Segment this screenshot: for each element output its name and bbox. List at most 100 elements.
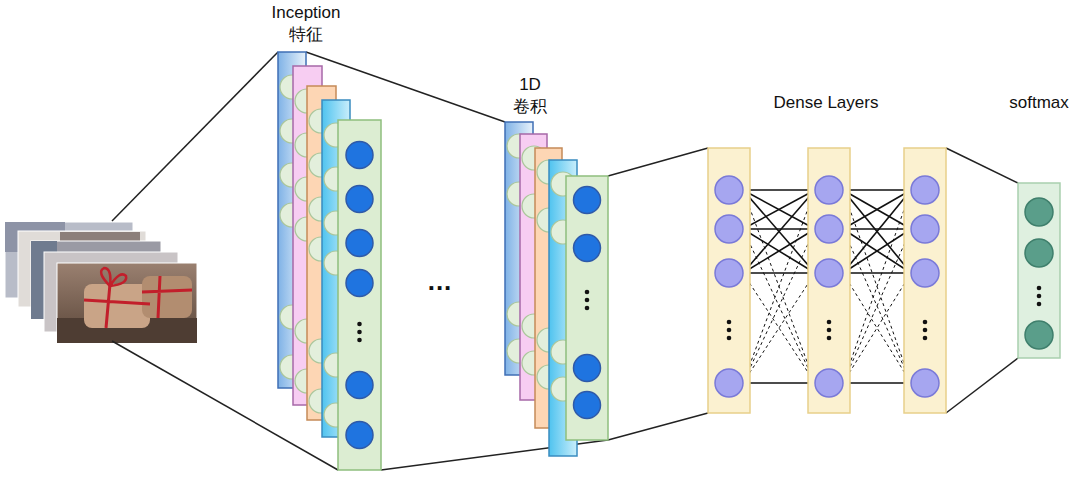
dense-wire xyxy=(743,272,815,274)
dense-wire xyxy=(743,229,815,383)
neuron-circle xyxy=(911,176,939,204)
dense-columns xyxy=(708,148,946,413)
ellipsis-dot xyxy=(1037,302,1042,307)
ellipsis-dot xyxy=(585,298,590,303)
dense-wire xyxy=(843,229,911,383)
dense-wire xyxy=(843,190,911,229)
ellipsis-dots xyxy=(923,320,928,341)
neuron-circle xyxy=(815,215,843,243)
photo-box xyxy=(84,284,150,328)
layer-graphic xyxy=(505,122,608,440)
dense-wire xyxy=(743,190,815,383)
ellipsis-dots xyxy=(727,320,732,341)
dense-wire xyxy=(843,229,911,383)
layer-heading: Inception 特征 xyxy=(261,2,351,46)
dense-wire xyxy=(843,273,911,383)
layer-column xyxy=(566,176,608,440)
ellipsis-dot xyxy=(1037,294,1042,299)
neuron-circle xyxy=(715,176,743,204)
dense-wire xyxy=(843,189,911,191)
projection-lines xyxy=(112,52,338,470)
layer-graphic xyxy=(708,148,946,413)
layer-heading: softmax xyxy=(989,92,1080,114)
neuron-circle xyxy=(346,142,373,169)
dense-wire xyxy=(743,190,815,383)
dense-wire xyxy=(743,382,815,384)
conv1d-stack: 1D 卷积 xyxy=(505,122,608,440)
neuron-circle xyxy=(815,369,843,397)
ellipsis-dot xyxy=(923,320,928,325)
dense-wire xyxy=(743,190,815,229)
neuron-circle xyxy=(911,215,939,243)
ellipsis-dots xyxy=(1037,286,1042,307)
neuron-circle xyxy=(1025,321,1053,349)
layer-heading: 1D 卷积 xyxy=(510,74,550,118)
layer-label: Dense Layers xyxy=(726,92,926,114)
layer-label: Inception 特征 xyxy=(261,2,351,46)
connector-line xyxy=(946,358,1018,413)
ellipsis-dot xyxy=(585,290,590,295)
ellipsis-dot xyxy=(727,320,732,325)
ellipsis-label: ... xyxy=(428,266,453,296)
dense-wire xyxy=(743,273,815,383)
dense-wire xyxy=(843,228,911,230)
ellipsis-dot xyxy=(923,336,928,341)
ellipsis-dot xyxy=(585,306,590,311)
connector-line xyxy=(608,413,708,440)
neuron-circle xyxy=(911,369,939,397)
dense-wire xyxy=(743,228,815,230)
neuron-circle xyxy=(346,230,373,257)
dense-wire xyxy=(743,190,815,229)
neuron-circle xyxy=(1025,239,1053,267)
dense-wire xyxy=(843,190,911,273)
neuron-circle xyxy=(715,369,743,397)
photo-bow xyxy=(101,268,126,286)
neuron-circle xyxy=(911,259,939,287)
ellipsis-dot xyxy=(827,328,832,333)
layer-label: 1D 卷积 xyxy=(510,74,550,118)
ellipsis-dot xyxy=(357,338,362,343)
neuron-circle xyxy=(574,392,601,419)
layer-graphic xyxy=(1018,183,1060,358)
neuron-circle xyxy=(1025,198,1053,226)
feature-layer xyxy=(566,176,608,440)
ellipsis-dot xyxy=(827,320,832,325)
layer-column xyxy=(338,120,381,470)
projection-line xyxy=(112,52,278,221)
feature-layer xyxy=(338,120,381,470)
layer-column xyxy=(808,148,850,413)
inception-feature-stack: Inception 特征 xyxy=(278,52,381,470)
dense-layers: Dense Layers xyxy=(708,148,946,413)
photo-ribbon xyxy=(84,276,192,328)
layer-column xyxy=(708,148,750,413)
dense-wire xyxy=(743,189,815,191)
ellipsis-dot xyxy=(357,330,362,335)
neuron-circle xyxy=(574,355,601,382)
dense-wire xyxy=(743,273,815,383)
softmax-layer: softmax xyxy=(1018,183,1060,358)
connector-line xyxy=(946,148,1018,183)
neuron-circle xyxy=(346,186,373,213)
ellipsis-dots xyxy=(827,320,832,341)
neuron-circle xyxy=(715,215,743,243)
neuron-circle xyxy=(715,259,743,287)
dense-wire xyxy=(843,190,911,383)
ellipsis-dots xyxy=(585,290,590,311)
neuron-circle xyxy=(346,372,373,399)
dense-wire xyxy=(743,190,815,273)
ellipsis-dot xyxy=(923,328,928,333)
layer-column xyxy=(904,148,946,413)
ellipsis-dot xyxy=(727,336,732,341)
dense-wire xyxy=(843,190,911,383)
ellipsis-dot xyxy=(727,328,732,333)
dense-wire xyxy=(843,382,911,384)
photo-box xyxy=(142,276,192,318)
output-column xyxy=(1018,183,1060,358)
video-frames xyxy=(5,222,197,343)
layer-label: softmax xyxy=(989,92,1080,114)
dense-wire xyxy=(743,229,815,383)
layer-column xyxy=(1018,183,1060,358)
ellipsis-dots xyxy=(357,322,362,343)
ellipsis-dot xyxy=(357,322,362,327)
